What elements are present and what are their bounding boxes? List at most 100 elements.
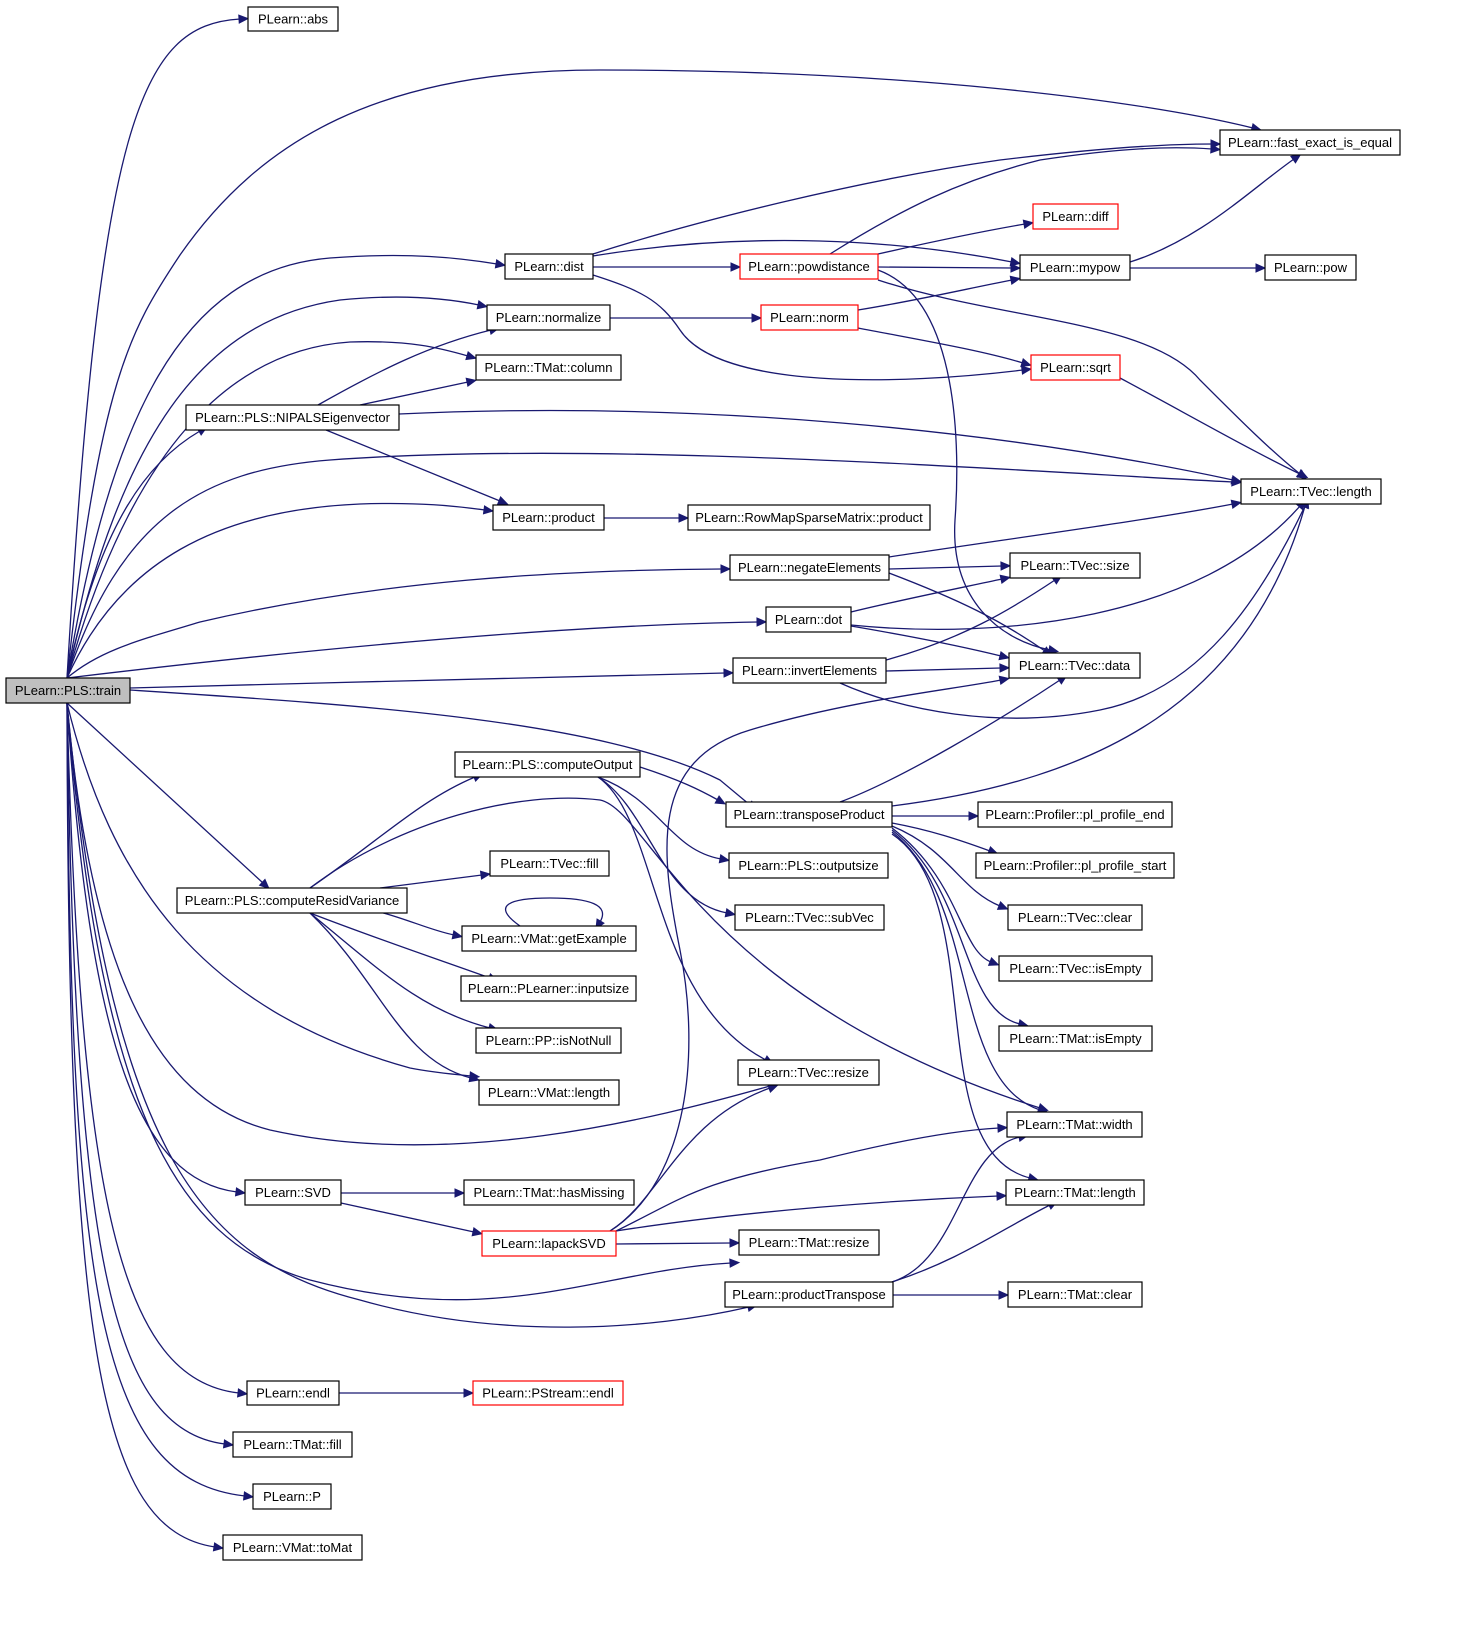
node-label: PLearn::SVD — [255, 1185, 331, 1200]
edge-line — [891, 822, 991, 852]
edge-line — [66, 254, 498, 679]
node-profile_start[interactable]: PLearn::Profiler::pl_profile_start — [975, 852, 1175, 879]
node-box — [454, 751, 641, 778]
node-pow[interactable]: PLearn::pow — [1264, 254, 1357, 281]
node-box — [729, 554, 890, 581]
node-svd[interactable]: PLearn::SVD — [244, 1179, 342, 1206]
edge-line — [66, 18, 241, 679]
node-label: PLearn::PLS::computeOutput — [463, 757, 633, 772]
node-tmat_isempty[interactable]: PLearn::TMat::isEmpty — [998, 1025, 1153, 1052]
node-tvec_subvec[interactable]: PLearn::TVec::subVec — [734, 904, 885, 931]
node-invert[interactable]: PLearn::invertElements — [732, 657, 887, 684]
node-label: PLearn::TMat::fill — [243, 1437, 341, 1452]
node-dot[interactable]: PLearn::dot — [765, 606, 852, 633]
edge-line — [1129, 158, 1295, 263]
node-endl[interactable]: PLearn::endl — [246, 1380, 340, 1406]
node-box — [734, 904, 885, 931]
node-box — [461, 925, 637, 952]
edge-powdistance-to-fast_exact — [829, 144, 1222, 255]
node-label: PLearn::sqrt — [1040, 360, 1111, 375]
node-box — [728, 852, 889, 879]
node-box — [252, 1483, 332, 1510]
node-powdistance[interactable]: PLearn::powdistance — [739, 253, 879, 280]
edge-line — [66, 69, 1254, 679]
node-tvec_fill[interactable]: PLearn::TVec::fill — [489, 850, 610, 877]
node-get_example[interactable]: PLearn::VMat::getExample — [461, 925, 637, 952]
edge-compute_resid-to-tmat_width — [309, 797, 1049, 1113]
node-p[interactable]: PLearn::P — [252, 1483, 332, 1510]
node-nipals[interactable]: PLearn::PLS::NIPALSEigenvector — [185, 404, 400, 431]
node-tmat_resize[interactable]: PLearn::TMat::resize — [738, 1229, 880, 1256]
edge-line — [888, 565, 1003, 570]
node-product_transpose[interactable]: PLearn::productTranspose — [724, 1281, 894, 1308]
node-label: PLearn::TVec::size — [1020, 558, 1129, 573]
edge-line — [66, 452, 1234, 679]
node-box — [1264, 254, 1357, 281]
node-label: PLearn::powdistance — [748, 259, 869, 274]
arrowhead-icon — [729, 1238, 741, 1248]
node-tmat_column[interactable]: PLearn::TMat::column — [475, 354, 622, 381]
node-mypow[interactable]: PLearn::mypow — [1019, 254, 1131, 281]
node-transpose_product[interactable]: PLearn::transposeProduct — [725, 801, 893, 828]
arrowhead-icon — [756, 617, 768, 627]
edge-line — [325, 429, 501, 502]
node-tvec_clear[interactable]: PLearn::TVec::clear — [1007, 904, 1143, 931]
node-label: PLearn::TVec::clear — [1018, 910, 1133, 925]
edge-line — [66, 702, 264, 884]
node-vmat_length[interactable]: PLearn::VMat::length — [478, 1079, 620, 1106]
node-tomat[interactable]: PLearn::VMat::toMat — [222, 1534, 363, 1561]
node-outputsize[interactable]: PLearn::PLS::outputsize — [728, 852, 889, 879]
node-negate[interactable]: PLearn::negateElements — [729, 554, 890, 581]
node-compute_resid[interactable]: PLearn::PLS::computeResidVariance — [176, 887, 408, 914]
node-fast_exact[interactable]: PLearn::fast_exact_is_equal — [1219, 129, 1401, 156]
node-label: PLearn::TVec::length — [1250, 484, 1371, 499]
edge-train-to-compute_resid — [66, 702, 270, 890]
edge-line — [615, 1242, 732, 1245]
node-normalize[interactable]: PLearn::normalize — [486, 304, 611, 331]
node-tvec_size[interactable]: PLearn::TVec::size — [1009, 552, 1141, 579]
edge-line — [885, 579, 1056, 661]
edge-transpose_product-to-tvec_data — [839, 674, 1068, 803]
node-tmat_clear[interactable]: PLearn::TMat::clear — [1007, 1281, 1143, 1308]
arrowhead-icon — [476, 300, 489, 310]
node-inputsize[interactable]: PLearn::PLearner::inputsize — [460, 975, 637, 1002]
node-lapacksvd[interactable]: PLearn::lapackSVD — [481, 1230, 617, 1257]
node-diff[interactable]: PLearn::diff — [1032, 203, 1119, 230]
node-train[interactable]: PLearn::PLS::train — [5, 677, 131, 704]
node-hasmissing[interactable]: PLearn::TMat::hasMissing — [463, 1179, 635, 1206]
node-tvec_length[interactable]: PLearn::TVec::length — [1240, 478, 1382, 505]
edge-line — [829, 147, 1213, 255]
arrowhead-icon — [1020, 358, 1032, 368]
node-sqrt[interactable]: PLearn::sqrt — [1030, 354, 1121, 381]
node-tmat_width[interactable]: PLearn::TMat::width — [1006, 1111, 1143, 1138]
node-compute_output[interactable]: PLearn::PLS::computeOutput — [454, 751, 641, 778]
node-label: PLearn::fast_exact_is_equal — [1228, 135, 1392, 150]
node-tvec_data[interactable]: PLearn::TVec::data — [1008, 652, 1141, 679]
arrowhead-icon — [729, 1258, 741, 1268]
arrowhead-icon — [1010, 263, 1022, 273]
node-box — [737, 1059, 880, 1086]
node-norm[interactable]: PLearn::norm — [760, 304, 859, 331]
node-dist[interactable]: PLearn::dist — [504, 253, 594, 280]
node-tvec_resize[interactable]: PLearn::TVec::resize — [737, 1059, 880, 1086]
node-product[interactable]: PLearn::product — [492, 504, 605, 531]
edge-compute_resid-to-vmat_length — [309, 912, 480, 1083]
edge-transpose_product-to-profile_end — [892, 811, 980, 821]
node-profile_end[interactable]: PLearn::Profiler::pl_profile_end — [977, 801, 1173, 828]
node-abs[interactable]: PLearn::abs — [247, 6, 339, 32]
node-tvec_isempty[interactable]: PLearn::TVec::isEmpty — [998, 955, 1153, 982]
node-box — [725, 801, 893, 828]
node-isnotnull[interactable]: PLearn::PP::isNotNull — [475, 1027, 622, 1054]
arrowhead-icon — [998, 675, 1011, 685]
arrowhead-icon — [468, 1073, 480, 1083]
edge-train-to-tvec_resize — [66, 702, 779, 1146]
node-tmat_length[interactable]: PLearn::TMat::length — [1005, 1179, 1145, 1206]
node-label: PLearn::TVec::resize — [748, 1065, 869, 1080]
node-rowmap_product[interactable]: PLearn::RowMapSparseMatrix::product — [687, 504, 931, 531]
node-tmat_fill[interactable]: PLearn::TMat::fill — [232, 1431, 353, 1458]
node-pstream_endl[interactable]: PLearn::PStream::endl — [472, 1380, 624, 1406]
edge-nipals-to-product — [325, 429, 509, 505]
node-box — [463, 1179, 635, 1206]
edge-line — [839, 679, 1061, 803]
arrowhead-icon — [242, 1491, 255, 1501]
